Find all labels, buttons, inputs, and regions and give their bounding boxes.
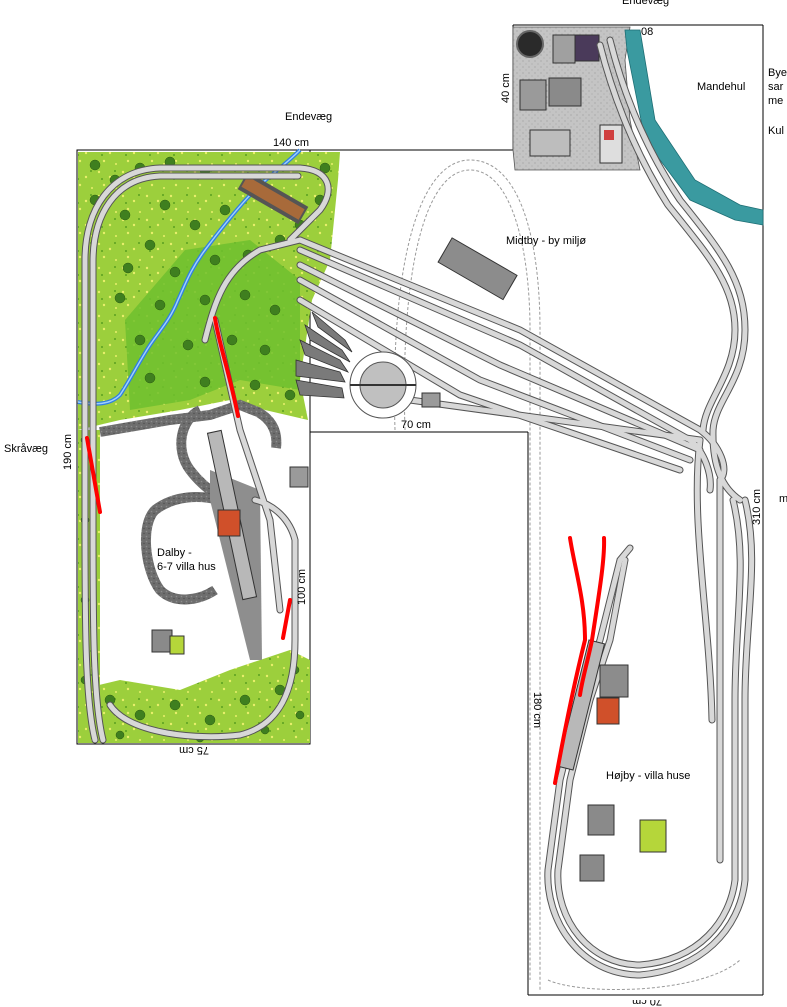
dim-190-label: 190 cm xyxy=(62,433,74,470)
stone-wall xyxy=(99,399,282,449)
dim-40-label: 40 cm xyxy=(500,73,512,103)
skraavaeg-label: Skråvæg xyxy=(4,443,49,455)
right-edge-label-3: me xyxy=(768,95,784,107)
bridge xyxy=(237,171,309,225)
stone-wall-inner xyxy=(140,405,226,605)
dim-180-label: 180 cm xyxy=(531,692,543,729)
end-wall-top-label: Endevæg xyxy=(622,0,670,7)
hojby-label: Højby - villa huse xyxy=(606,770,691,782)
dim-310-label: 310 cm xyxy=(751,488,763,525)
roundhouse xyxy=(295,311,353,399)
town-block xyxy=(512,26,641,171)
dim-140-label: 140 cm xyxy=(273,137,310,149)
dim-70-label: 70 cm xyxy=(401,419,431,431)
midtby-label: Midtby - by miljø xyxy=(506,235,587,247)
end-wall-mid-label: Endevæg xyxy=(285,111,333,123)
right-edge-label-5: m xyxy=(779,493,787,505)
buildings xyxy=(151,237,667,882)
bottom-dim-label: 70 cm xyxy=(632,1000,662,1007)
right-edge-label-2: sar xyxy=(768,81,784,93)
dim-08-label: 08 xyxy=(641,26,654,38)
red-markers xyxy=(85,316,607,785)
board-outlines xyxy=(76,24,764,996)
water-channel xyxy=(624,29,764,226)
tracks xyxy=(81,36,756,979)
mandehul-label: Mandehul xyxy=(697,81,746,93)
dim-75-label: 75 cm xyxy=(179,744,209,756)
turntable xyxy=(349,351,417,419)
dalby-label-2: 6-7 villa hus xyxy=(157,561,216,573)
right-edge-label-4: Kul xyxy=(768,125,784,137)
hidden-tracks xyxy=(393,159,741,991)
dim-100-label: 100 cm xyxy=(296,568,308,605)
right-edge-label-1: Bye xyxy=(768,67,787,79)
dalby-label-1: Dalby - xyxy=(157,547,192,559)
